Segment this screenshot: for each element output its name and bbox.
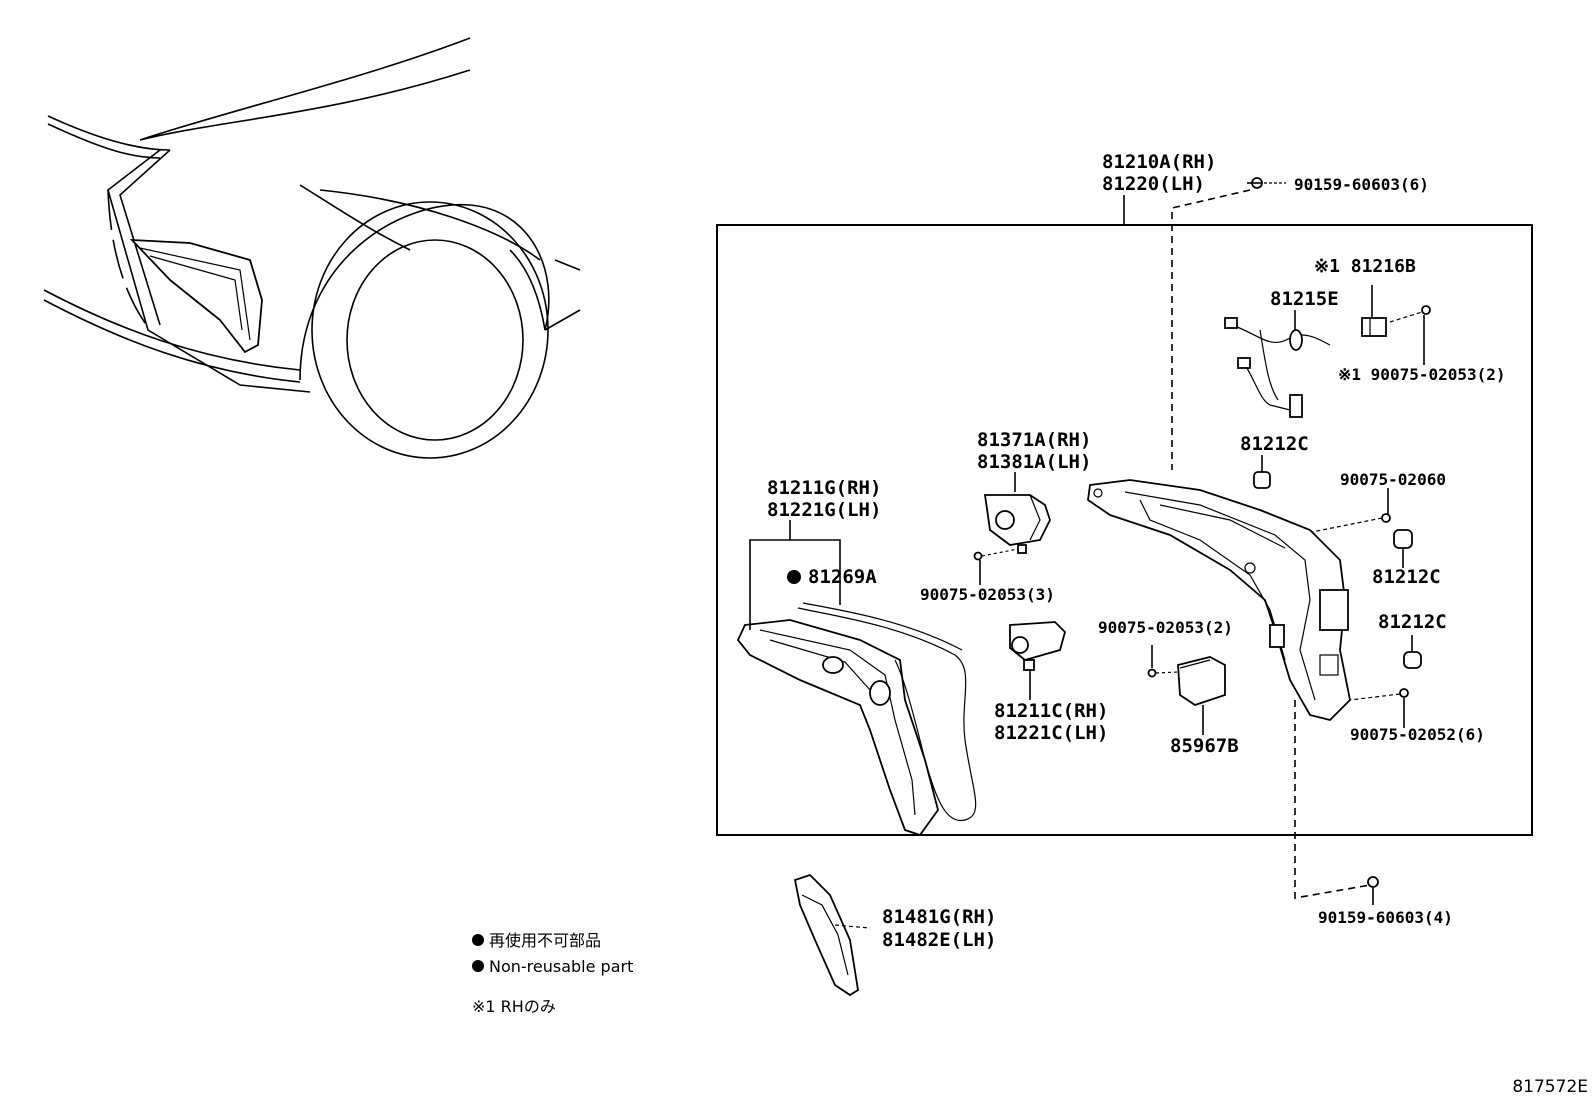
- part-labels: 81210A(RH) 81220(LH) 90159-60603(6) ※1 8…: [767, 151, 1506, 951]
- svg-text:81211C(RH): 81211C(RH): [994, 700, 1108, 722]
- legend-jp: 再使用不可部品: [489, 931, 601, 950]
- bushing-81212c-c: [1403, 635, 1422, 669]
- label-90159-top: 90159-60603(6): [1294, 175, 1429, 194]
- vehicle-outline: [43, 37, 581, 459]
- label-90075-02060: 90075-02060: [1340, 470, 1446, 489]
- legend-note: ※1 RHのみ: [472, 997, 556, 1016]
- label-81212c-c: 81212C: [1378, 611, 1447, 633]
- label-81212c-a: 81212C: [1240, 433, 1309, 455]
- svg-text:81481G(RH): 81481G(RH): [882, 906, 996, 928]
- sensor-81371a: [973, 472, 1051, 585]
- svg-text:81371A(RH): 81371A(RH): [977, 429, 1091, 451]
- connector-81216b: [1361, 285, 1431, 365]
- bushing-81212c-a: [1253, 455, 1271, 489]
- label-81211c-rh: 81211C(RH): [994, 700, 1108, 722]
- screw-90075-02060: [1311, 488, 1413, 568]
- svg-text:81211G(RH): 81211G(RH): [767, 477, 881, 499]
- legend-en: Non-reusable part: [489, 957, 633, 976]
- label-81215e: 81215E: [1270, 288, 1339, 310]
- figure-id: 817572E: [1512, 1077, 1588, 1097]
- label-81210: 81210A(RH): [1102, 151, 1216, 173]
- svg-text:81220(LH): 81220(LH): [1102, 173, 1205, 195]
- screw-90159-bottom: [1294, 700, 1379, 905]
- svg-text:81482E(LH): 81482E(LH): [882, 929, 996, 951]
- label-81211g-rh: 81211G(RH): [767, 477, 881, 499]
- label-81210-rh: 81210A(RH): [1102, 151, 1216, 173]
- reflector-81481g: [793, 873, 871, 997]
- label-81211c-lh: 81221C(LH): [994, 722, 1108, 744]
- module-85967b: [1147, 645, 1226, 735]
- label-81216b: ※1 81216B: [1314, 256, 1416, 277]
- lamp-housing: [1087, 479, 1351, 721]
- label-81212c-b: 81212C: [1372, 566, 1441, 588]
- wire-harness-81215e: [1224, 310, 1331, 418]
- label-85967b: 85967B: [1170, 735, 1239, 757]
- label-81211g-lh: 81221G(LH): [767, 499, 881, 521]
- label-90075-02053-3: 90075-02053(3): [920, 585, 1055, 604]
- label-81481g-lh: 81482E(LH): [882, 929, 996, 951]
- label-81481g-rh: 81481G(RH): [882, 906, 996, 928]
- label-81269a: 81269A: [808, 566, 877, 588]
- svg-text:81381A(LH): 81381A(LH): [977, 451, 1091, 473]
- lamp-lens-81211g: [736, 520, 977, 837]
- screw-90075-02052: [1349, 688, 1409, 728]
- svg-text:81221G(LH): 81221G(LH): [767, 499, 881, 521]
- svg-text:81221C(LH): 81221C(LH): [994, 722, 1108, 744]
- label-90159-bottom: 90159-60603(4): [1318, 908, 1453, 927]
- screw-90159-top: [1171, 177, 1286, 470]
- label-90075-02052: 90075-02052(6): [1350, 725, 1485, 744]
- label-90075-02053-2: 90075-02053(2): [1098, 618, 1233, 637]
- non-reusable-marker: [787, 570, 801, 584]
- label-81210-lh: 81220(LH): [1102, 173, 1205, 195]
- legend: 再使用不可部品 Non-reusable part ※1 RHのみ: [472, 931, 633, 1016]
- label-81371-rh: 81371A(RH): [977, 429, 1091, 451]
- label-81371-lh: 81381A(LH): [977, 451, 1091, 473]
- label-90075-02053-rh: ※1 90075-02053(2): [1338, 365, 1506, 384]
- sensor-81211c: [1009, 621, 1067, 700]
